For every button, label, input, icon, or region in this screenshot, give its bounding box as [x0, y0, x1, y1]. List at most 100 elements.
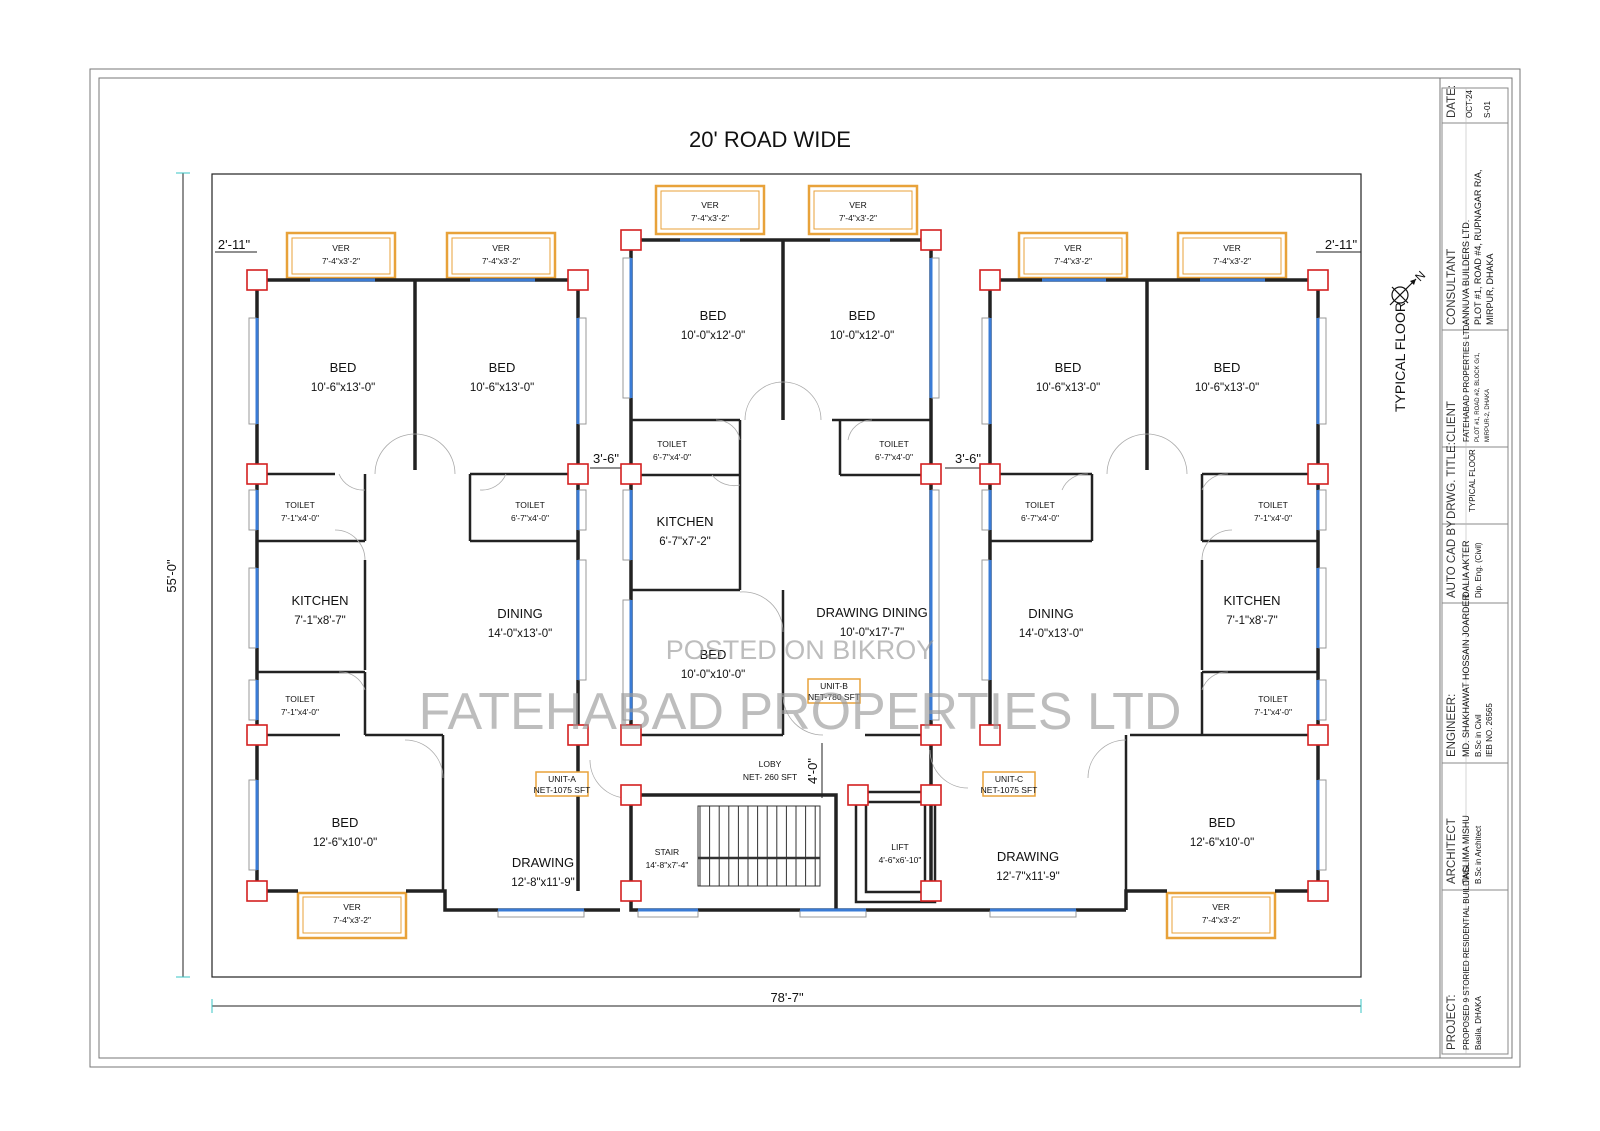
walls [255, 238, 1320, 912]
stair-size: 14'-8"x7'-4" [646, 860, 689, 870]
date-heading: DATE: [1446, 85, 1458, 118]
unit-b-bed2-label: BED [849, 308, 876, 323]
unit-a-drawing-size: 12'-8"x11'-9" [511, 877, 575, 889]
unit-c-toilet2-size: 7'-1"x4'-0" [1254, 513, 1292, 523]
cad-heading: AUTO CAD BY [1446, 520, 1458, 598]
lobby-depth-dimension: 4'-0" [805, 758, 820, 784]
unit-b-toilet1-label: TOILET [657, 439, 687, 449]
unit-a-kitchen-label: KITCHEN [291, 593, 348, 608]
unit-c-ver2-size: 7'-4"x3'-2" [1213, 256, 1251, 266]
unit-b-bed3-label: BED [700, 647, 727, 662]
column [1307, 880, 1329, 902]
unit-b-toilet2-size: 6'-7"x4'-0" [875, 452, 913, 462]
unit-b-name: UNIT-B [820, 681, 848, 691]
cad-degree: Dip. Eng. (Civil) [1474, 542, 1483, 598]
unit-c-dining-size: 14'-0"x13'-0" [1019, 628, 1083, 640]
unit-a-tag [535, 771, 589, 797]
project-line-1: PROPOSED 9 STORIED RESIDENTIAL BUILDING [1462, 866, 1471, 1050]
unit-b-area: NET-780 SFT [808, 692, 860, 702]
title-block [1441, 87, 1509, 1055]
unit-b-toilet1-size: 6'-7"x4'-0" [653, 452, 691, 462]
unit-c-toilet2-label: TOILET [1258, 500, 1288, 510]
north-arrow-icon [1389, 278, 1417, 306]
unit-c-kitchen-label: KITCHEN [1223, 593, 1280, 608]
unit-a-bed2-label: BED [489, 360, 516, 375]
unit-a-ver3-label: VER [343, 902, 360, 912]
unit-b-bed1-label: BED [700, 308, 727, 323]
column [1307, 463, 1329, 485]
unit-c-bed1-size: 10'-6"x13'-0" [1036, 382, 1100, 394]
column [620, 463, 642, 485]
unit-a-toilet1-label: TOILET [285, 500, 315, 510]
column [620, 784, 642, 806]
column [979, 269, 1001, 291]
unit-c-ver2-label: VER [1223, 243, 1240, 253]
column [246, 880, 268, 902]
unit-a-bed1-size: 10'-6"x13'-0" [311, 382, 375, 394]
column [920, 229, 942, 251]
unit-c-ver3-size: 7'-4"x3'-2" [1202, 915, 1240, 925]
unit-b-drawing-dining-size: 10'-0"x17'-7" [840, 627, 904, 639]
unit-a-ver2-label: VER [492, 243, 509, 253]
unit-c-ver3-label: VER [1212, 902, 1229, 912]
unit-c-area: NET-1075 SFT [981, 785, 1038, 795]
door-swings [334, 381, 1233, 799]
unit-a-ver3-size: 7'-4"x3'-2" [333, 915, 371, 925]
verandas [285, 184, 1288, 940]
unit-c-toilet1-label: TOILET [1025, 500, 1055, 510]
left-gap-dimension: 3'-6" [593, 451, 619, 466]
client-address-1: PLOT #1, ROAD #2, BLOCK G/1, [1475, 352, 1481, 442]
column [620, 880, 642, 902]
column [920, 724, 942, 746]
unit-a-ver1-size: 7'-4"x3'-2" [322, 256, 360, 266]
column [920, 463, 942, 485]
left-setback-dimension: 2'-11" [218, 237, 251, 252]
unit-c-drawing-size: 12'-7"x11'-9" [996, 871, 1060, 883]
column [847, 784, 869, 806]
windows [248, 238, 1327, 918]
unit-c-drawing-label: DRAWING [997, 849, 1059, 864]
unit-c-bed3-size: 12'-6"x10'-0" [1190, 837, 1254, 849]
unit-a-ver2-size: 7'-4"x3'-2" [482, 256, 520, 266]
column [246, 724, 268, 746]
unit-c-bed1-label: BED [1055, 360, 1082, 375]
unit-c-bed2-label: BED [1214, 360, 1241, 375]
column [620, 724, 642, 746]
consultant-address-2: MIRPUR, DHAKA [1485, 253, 1495, 325]
unit-a-kitchen-size: 7'-1"x8'-7" [294, 615, 346, 627]
consultant-heading: CONSULTANT [1446, 249, 1458, 325]
client-name: FATEHABAD PROPERTIES LTD. [1462, 322, 1471, 442]
unit-a-bed3-label: BED [332, 815, 359, 830]
column [920, 784, 942, 806]
sheet-number: S-01 [1483, 101, 1492, 118]
unit-c-dining-label: DINING [1028, 606, 1074, 621]
consultant-address-1: PLOT #1, ROAD #4, RUPNAGAR R/A, [1473, 170, 1483, 325]
drawing-title-heading: DRWG. TITLE: [1446, 442, 1458, 519]
unit-c-toilet1-size: 6'-7"x4'-0" [1021, 513, 1059, 523]
unit-a-bed2-size: 10'-6"x13'-0" [470, 382, 534, 394]
outer-frame [89, 68, 1521, 1068]
unit-b-ver1-size: 7'-4"x3'-2" [691, 213, 729, 223]
unit-b-bed3-size: 10'-0"x10'-0" [681, 669, 745, 681]
unit-c-ver1-size: 7'-4"x3'-2" [1054, 256, 1092, 266]
column [1307, 724, 1329, 746]
company-watermark: FATEHABAD PROPERTIES LTD [419, 683, 1182, 741]
project-heading: PROJECT: [1446, 994, 1458, 1050]
unit-a-toilet2-size: 6'-7"x4'-0" [511, 513, 549, 523]
unit-b-tag [807, 678, 861, 704]
unit-a-toilet1-size: 7'-1"x4'-0" [281, 513, 319, 523]
unit-a-drawing-label: DRAWING [512, 855, 574, 870]
column [246, 269, 268, 291]
unit-a-dining-size: 14'-0"x13'-0" [488, 628, 552, 640]
unit-b-bed1-size: 10'-0"x12'-0" [681, 330, 745, 342]
unit-b-drawing-dining-label: DRAWING DINING [816, 605, 927, 620]
date-value: OCT-24 [1465, 89, 1474, 118]
unit-b-toilet2-label: TOILET [879, 439, 909, 449]
road-label: 20' ROAD WIDE [689, 127, 851, 152]
consultant-name: ANNUVA BUILDERS LTD. [1461, 220, 1471, 325]
unit-a-ver1-label: VER [332, 243, 349, 253]
unit-c-tag [982, 771, 1036, 797]
stair-label: STAIR [655, 847, 679, 857]
unit-a-bed3-size: 12'-6"x10'-0" [313, 837, 377, 849]
unit-b-ver2-size: 7'-4"x3'-2" [839, 213, 877, 223]
